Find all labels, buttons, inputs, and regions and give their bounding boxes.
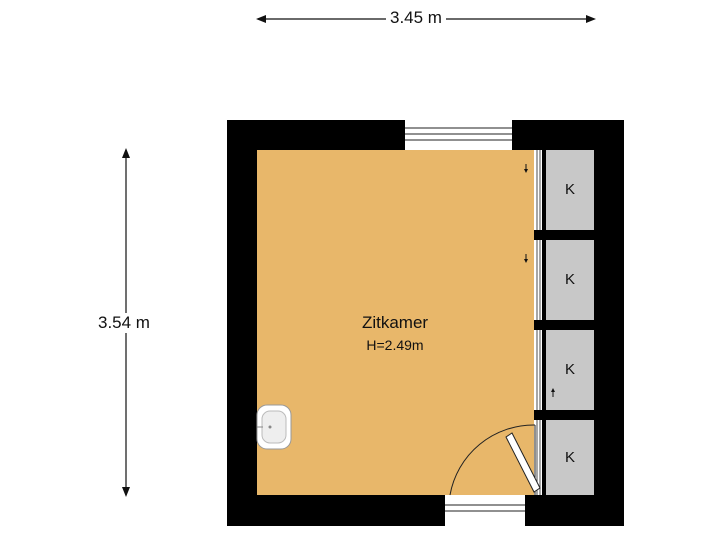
door-swing — [449, 424, 541, 496]
bottom-door-opening — [445, 495, 525, 526]
closet-2-label: K — [564, 271, 575, 288]
top-window — [405, 120, 512, 150]
arrow-up-icon — [551, 388, 555, 397]
closet-1-label: K — [564, 181, 575, 198]
closet-2 — [546, 240, 594, 320]
closet-doors — [534, 150, 542, 495]
width-dimension-label: 3.45 m — [386, 8, 446, 28]
closet-3-label: K — [564, 361, 575, 378]
room-floor — [257, 150, 534, 495]
room-height: H=2.49m — [366, 337, 424, 353]
closet-4 — [546, 420, 594, 495]
arrow-down-icon — [524, 164, 528, 173]
closet-4-label: K — [564, 449, 575, 466]
arrow-down-icon — [524, 254, 528, 263]
closet-1 — [546, 150, 594, 230]
closet-3 — [546, 330, 594, 410]
room-name: Zitkamer — [361, 313, 429, 332]
sink-icon — [256, 404, 292, 450]
height-dimension-label: 3.54 m — [94, 313, 154, 333]
